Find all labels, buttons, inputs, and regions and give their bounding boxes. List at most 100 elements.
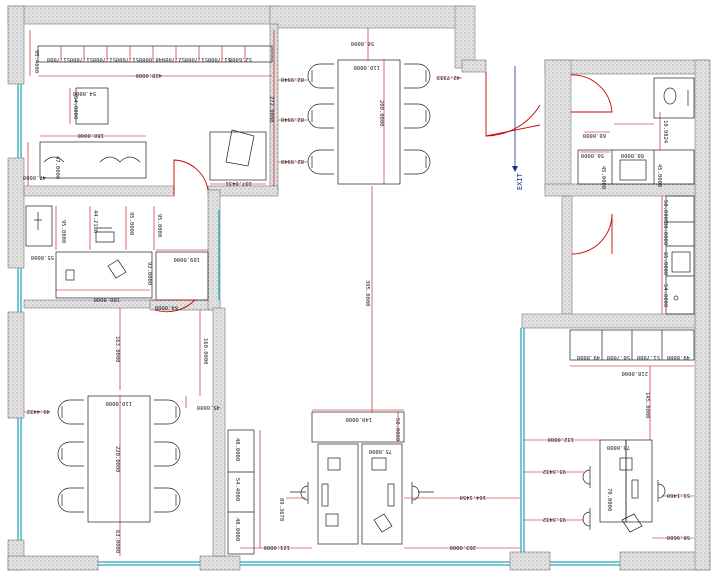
wall-office-east	[207, 189, 221, 311]
work-laptop-b	[373, 513, 393, 533]
dim-office-j: 45.0000	[197, 404, 220, 410]
dim-meeting-gap-a: 82.9948	[281, 76, 304, 82]
dim-office-desk: 44.2106	[92, 210, 98, 233]
reception-cabinet-row	[37, 45, 273, 63]
dim-office-d: 109.0000	[174, 256, 201, 262]
right-dim-lines	[524, 365, 694, 539]
right-desk-right	[625, 439, 653, 523]
exit-label: EXIT	[516, 172, 524, 190]
right-laptop	[621, 513, 643, 533]
dim-office-b: 95.0000	[128, 212, 134, 235]
dim-meeting-right: 42.7333	[437, 74, 460, 80]
dim-cab-5: 48.0000	[139, 56, 162, 62]
dim-work-e: 164.1450	[460, 494, 487, 500]
dim-wc2-d: 54.0000	[662, 284, 668, 307]
dim-wc-b: 10.9824	[662, 120, 668, 144]
center-dim-lines	[240, 409, 520, 549]
wall-wc-west	[544, 59, 572, 191]
door-wc2	[571, 213, 613, 255]
dim-office-g: 64.0000	[155, 304, 178, 310]
side-table	[209, 131, 267, 181]
wall-bottom-mid2	[509, 551, 551, 571]
office-phone	[65, 269, 75, 281]
walls	[7, 5, 711, 571]
wall-office-south	[23, 299, 155, 309]
right-chairs	[582, 466, 666, 530]
doors	[154, 72, 613, 313]
office-monitor	[34, 212, 42, 230]
work-desk-a	[317, 443, 359, 545]
office-cabinet	[25, 205, 53, 247]
dim-right-cab-1: 49.8000	[577, 354, 600, 360]
small-storage	[227, 429, 255, 555]
dim-cab-6: 51.7000	[116, 56, 139, 62]
conference-chairs-right	[154, 399, 181, 513]
cabinet-dividers	[60, 46, 246, 62]
office-chair	[95, 227, 115, 243]
meeting-dimensions: 56.0000 200.0000 110.0000 82.9948 82.994…	[281, 40, 460, 307]
right-dimensions: 49.8000 50.7000 51.7000 49.8000 218.0000…	[543, 354, 690, 540]
conference-dimensions: 49.4432 110.0000 220.0000 63.0000	[27, 400, 132, 553]
wc-sink	[619, 159, 647, 181]
windows	[17, 84, 620, 566]
wc-dim-lines	[580, 112, 663, 314]
work-desk-b	[361, 443, 403, 545]
center-workstations	[290, 411, 434, 545]
dim-coffee-table-2: 54.0000	[72, 96, 78, 119]
conference-table	[87, 395, 151, 523]
dim-cab-2: 51.7000	[208, 56, 231, 62]
dim-cab-1: 52.6000	[229, 56, 252, 62]
dim-right-f: 51.1460	[667, 492, 690, 498]
wc-block	[577, 77, 695, 315]
wall-right-outer	[694, 59, 711, 571]
dim-coffee-table: 54.0000	[73, 90, 96, 96]
wall-reception-south	[23, 185, 175, 197]
center-dimensions: 140.0000 50.0000 75.0000 89.3678 164.145…	[264, 416, 487, 550]
dim-wc-e: 45.0000	[600, 166, 606, 189]
dim-conf-table-len: 220.0000	[114, 446, 120, 473]
door-wc	[570, 74, 613, 113]
office-dim-lines	[55, 206, 208, 408]
right-work-area	[569, 329, 695, 533]
dim-right-g: 58.9600	[667, 534, 690, 540]
dim-meeting-len: 200.0000	[378, 100, 384, 127]
coffee-table	[75, 87, 109, 125]
dim-office-f: 92.0000	[146, 262, 152, 285]
dim-right-cab-4: 49.8000	[667, 354, 690, 360]
office-laptop	[107, 259, 127, 279]
dim-wc-a-2: 60.0000	[621, 152, 644, 158]
door-reception	[173, 159, 209, 196]
dim-meeting-top: 56.0000	[351, 40, 374, 46]
dim-office-c: 55.0000	[31, 254, 54, 260]
dim-work-c: 75.0000	[369, 448, 392, 454]
dim-wc-c: 50.0000	[581, 152, 604, 158]
dim-reception-height: 272.0000	[268, 96, 274, 123]
dim-cab-8: 51.7000	[70, 56, 93, 62]
wall-wc2-west	[561, 195, 573, 317]
dim-corridor: 395.0000	[364, 280, 370, 307]
dim-work-a: 140.0000	[346, 416, 373, 422]
dim-office-f-top: 95.0000	[156, 214, 162, 237]
dim-cab-7: 51.7000	[93, 56, 116, 62]
dim-right-d: 93.3432	[543, 468, 566, 474]
dim-right-cab-3: 51.7000	[637, 354, 660, 360]
dim-work-f: 203.0000	[450, 544, 477, 550]
small-storage-dimensions: 48.0000 54.4000 48.0000	[234, 438, 240, 541]
wall-top-mid	[269, 5, 471, 29]
dim-cab-4: 52.7000	[162, 56, 185, 62]
dim-sofa-depth: 47.0000	[23, 174, 46, 180]
work-phone-a	[327, 457, 341, 471]
reception-dim-lines	[27, 30, 275, 186]
dim-office-i: 160.0000	[202, 338, 208, 365]
dim-wc-a: 60.0000	[583, 132, 606, 138]
dim-cab-3: 51.7000	[185, 56, 208, 62]
exit-marker: EXIT	[512, 66, 524, 190]
dim-left-small-b: 54.4000	[234, 478, 240, 501]
dim-office-h: 163.0000	[114, 336, 120, 363]
right-desk-left	[599, 439, 627, 523]
wall-wc2-south	[521, 313, 696, 329]
wc-vanity	[577, 149, 695, 185]
wall-left-top	[7, 5, 25, 85]
dim-conf-left: 49.4432	[27, 408, 50, 414]
dim-conf-bottom: 63.0000	[114, 530, 120, 553]
